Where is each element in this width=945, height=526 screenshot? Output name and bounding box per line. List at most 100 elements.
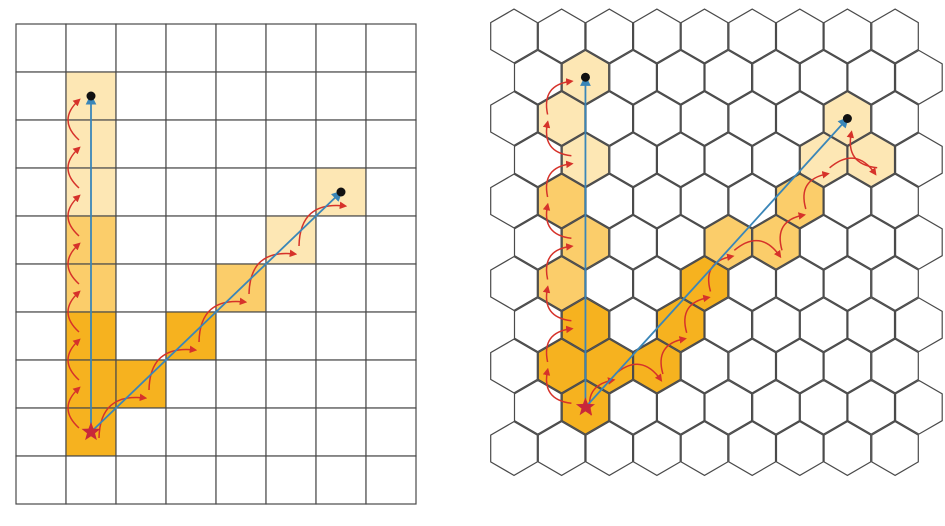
square-cell [365, 407, 417, 457]
hex-diagonal-step-arrow [660, 336, 687, 375]
hex-cell [632, 338, 681, 394]
hex-cell [871, 8, 919, 64]
hex-cell [609, 297, 658, 353]
hex-cell [537, 8, 586, 64]
hex-cell [609, 132, 658, 188]
hex-cell [775, 90, 824, 147]
square-cell [365, 71, 417, 121]
square-cell [15, 455, 67, 505]
hex-cell [847, 49, 896, 105]
hex-cell [752, 132, 800, 188]
square-cell [365, 119, 417, 169]
hex-diagonal-step-arrow [846, 130, 878, 169]
square-cell [15, 359, 67, 409]
square-cell [315, 359, 367, 409]
square-cell [15, 23, 67, 73]
square-cell [215, 359, 267, 409]
hex-cell [799, 379, 848, 435]
hex-grid-panel [490, 8, 943, 477]
hex-diagonal-step-arrow [684, 294, 711, 334]
square-cell [215, 407, 267, 457]
hex-cell [632, 90, 681, 147]
hex-cell [847, 132, 896, 188]
hex-cell [728, 173, 777, 229]
square-diagonal-step-arrow [198, 297, 248, 343]
hex-cell [513, 132, 562, 188]
square-cell [115, 23, 167, 73]
square-cell [265, 119, 317, 169]
square-cell [215, 119, 267, 169]
square-cell [15, 263, 67, 313]
hex-vertical-step-arrow [545, 78, 574, 115]
square-cell [115, 119, 167, 169]
hex-cell [823, 173, 872, 229]
hex-step-arrows [542, 78, 878, 416]
hex-cell [704, 214, 753, 270]
square-cell [215, 167, 267, 217]
square-cell [15, 215, 67, 265]
hex-cell [537, 420, 586, 477]
square-cell [65, 23, 117, 73]
hex-cell [871, 90, 919, 147]
hex-cell [728, 8, 777, 64]
hex-cell [823, 8, 872, 64]
square-cell [365, 359, 417, 409]
square-vertical-target-dot-icon [86, 91, 96, 101]
square-cell [265, 263, 317, 313]
hex-cell [847, 297, 896, 353]
square-cell [265, 167, 317, 217]
square-cell [215, 23, 267, 73]
hex-vertical-step-arrow [542, 285, 572, 322]
hex-cell [680, 255, 729, 312]
hex-cell [799, 297, 848, 353]
hex-cell [680, 8, 729, 64]
hex-cell [775, 338, 824, 394]
hex-cell [490, 8, 538, 64]
hex-cell [894, 297, 943, 353]
square-cell [165, 407, 217, 457]
hex-cell [609, 214, 658, 270]
hex-cell [728, 255, 777, 312]
hex-vertical-step-arrow [545, 325, 574, 363]
square-cell [365, 263, 417, 313]
hex-cell [609, 379, 658, 435]
square-cell [365, 311, 417, 361]
square-cell [265, 311, 317, 361]
hex-cell [752, 214, 800, 270]
hex-diagonal-direct-arrow [584, 116, 849, 408]
square-cell [15, 119, 67, 169]
hex-cell [728, 420, 777, 477]
hex-grid-cells [490, 8, 943, 477]
hex-cell [775, 420, 824, 477]
hex-cell [490, 420, 538, 477]
hex-cell [513, 214, 562, 270]
square-cell [15, 407, 67, 457]
hex-cell [894, 379, 943, 435]
hex-cell [775, 8, 824, 64]
hex-vertical-target-dot-icon [580, 72, 590, 82]
hex-cell [752, 49, 800, 105]
square-cell [115, 311, 167, 361]
hex-cell [490, 173, 538, 229]
hex-star-icon [575, 397, 595, 416]
hex-cell [775, 173, 824, 229]
hex-cell [490, 255, 538, 312]
hex-cell [728, 90, 777, 147]
square-cell [165, 119, 217, 169]
square-grid-panel [15, 23, 417, 505]
hex-cell [704, 132, 753, 188]
square-cell [215, 71, 267, 121]
square-cell [15, 167, 67, 217]
square-cell [15, 311, 67, 361]
square-cell [315, 407, 367, 457]
square-diagonal-step-arrow [298, 201, 348, 247]
square-cell [115, 407, 167, 457]
hex-cell [513, 49, 562, 105]
hex-cell [656, 214, 705, 270]
hex-cell [680, 90, 729, 147]
hex-diagonal-step-arrow [803, 171, 830, 210]
square-cell [115, 263, 167, 313]
square-cell [315, 311, 367, 361]
square-cell [65, 455, 117, 505]
